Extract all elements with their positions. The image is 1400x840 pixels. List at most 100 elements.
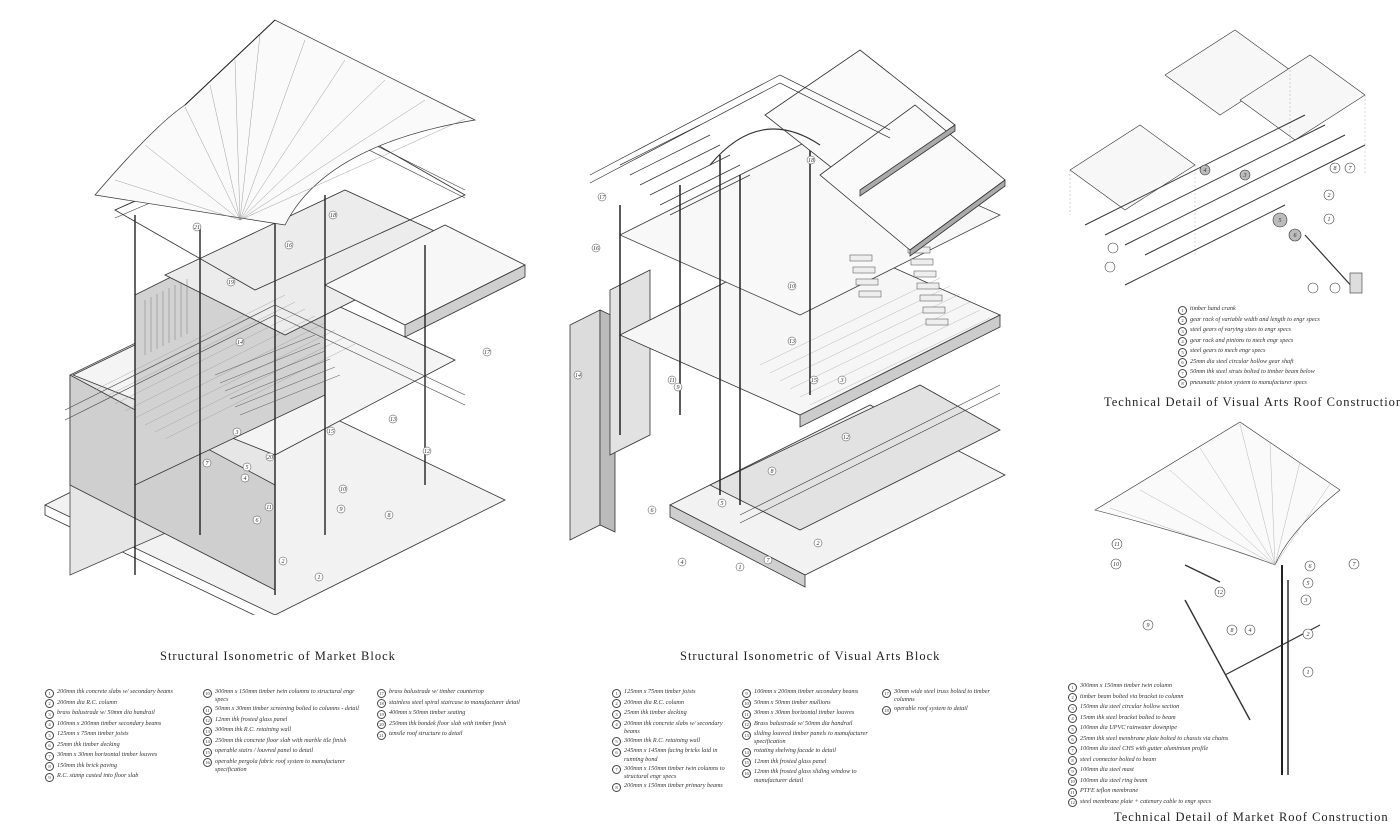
callout-number: 3 xyxy=(235,430,239,436)
legend-number: 15 xyxy=(203,747,212,757)
callout-number: 4 xyxy=(244,475,247,482)
legend-text: 12mm thk frosted glass panel xyxy=(754,757,827,765)
callout-number: 4 xyxy=(1204,167,1207,174)
legend-text: 12mm thk frosted glass sliding window to… xyxy=(754,768,857,784)
callout-number: 12 xyxy=(424,449,430,455)
callout-number: 1 xyxy=(1328,217,1331,223)
legend-number: 7 xyxy=(1178,368,1187,378)
callout-number: 14 xyxy=(237,339,243,346)
legend-number: 1 xyxy=(1178,305,1187,315)
legend-text: 15mm thk steel bracket bolted to beam xyxy=(1080,713,1176,721)
callout-number: 18 xyxy=(330,213,336,219)
legend-number: 12 xyxy=(1068,798,1077,807)
legend-number: 16 xyxy=(203,758,212,768)
legend-text: 100mm dia steel CHS with gutter aluminiu… xyxy=(1080,745,1209,752)
callout-number: 21 xyxy=(194,225,200,231)
legend-text: brass balustrade w/ timber countertop xyxy=(389,688,484,695)
legend-text: operable stairs / louvred panel to detai… xyxy=(215,747,314,755)
legend-number: 6 xyxy=(1068,735,1077,744)
legend-number: 6 xyxy=(45,741,54,750)
legend-text: 300mm x 150mm timber twin column xyxy=(1080,682,1172,689)
legend-number: 10 xyxy=(742,699,751,708)
callout-number: 3 xyxy=(840,378,844,384)
callout-number: 11 xyxy=(669,378,675,384)
callout-number: 9 xyxy=(1147,623,1150,629)
legend-text: 200mm thk concrete slabs w/ secondary be… xyxy=(624,719,723,735)
legend-text: 100mm dia steel ring beam xyxy=(1080,776,1148,784)
callout-number: 15 xyxy=(328,429,334,435)
legend-number: 11 xyxy=(203,705,212,715)
legend-text: steel gears of varying sizes to engr spe… xyxy=(1190,326,1291,333)
callout-number: 17 xyxy=(484,350,491,356)
legend-text: 200mm thk concrete slabs w/ secondary be… xyxy=(57,688,173,695)
callout-number: 7 xyxy=(206,461,210,467)
legend-text: stainless steel spiral staircase to manu… xyxy=(389,698,520,706)
legend-text: 150mm dia steel circular hollow section xyxy=(1080,703,1180,710)
callout-number: 6 xyxy=(651,508,654,514)
callout-number: 4 xyxy=(681,559,684,566)
legend-text: pneumatic piston system to manufacturer … xyxy=(1190,378,1307,386)
legend-text: 25mm thk steel membrane plate bolted to … xyxy=(1080,734,1229,742)
callout-number: 8 xyxy=(1334,166,1337,172)
legend-text: 300mm thk R.C. retaining wall xyxy=(624,736,701,744)
legend-text: 250mm thk concrete floor slab with marbl… xyxy=(215,736,347,744)
legend-number: 16 xyxy=(742,768,751,778)
legend-number: 10 xyxy=(203,688,212,698)
callout-number: 3 xyxy=(1243,173,1247,179)
legend-number: 8 xyxy=(45,762,54,771)
legend-text: 400mm x 50mm timber seating xyxy=(389,709,466,716)
legend-text: sliding louvred timber panels to manufac… xyxy=(754,730,868,746)
callout-number: 7 xyxy=(1353,562,1357,568)
legend-text: 300mm x 150mm timber twin columns to str… xyxy=(624,764,725,781)
legend-number: 9 xyxy=(742,688,751,698)
legend-text: rotating shelving facade to detail xyxy=(754,747,836,755)
legend-text: 30mm wide steel truss bolted to timber c… xyxy=(894,688,990,704)
callout-number: 7 xyxy=(767,558,771,564)
callout-number: 18 xyxy=(808,158,814,164)
legend-text: 125mm x 75mm timber joists xyxy=(57,730,129,737)
legend-text: 25mm dia steel circular hollow gear shaf… xyxy=(1190,357,1294,365)
legend-text: 245mm x 145mm facing bricks laid in runn… xyxy=(624,747,718,763)
legend-number: 2 xyxy=(45,699,54,708)
legend-text: operable pergola fabric roof system to m… xyxy=(215,757,345,774)
legend-text: 50mm x 50mm timber mullions xyxy=(754,698,831,706)
legend-text: 30mm x 30mm horizontal timber louvres xyxy=(57,751,158,758)
callout-number: 7 xyxy=(1349,166,1353,172)
legend-text: timber beam bolted via bracket to column xyxy=(1080,692,1184,700)
callout-number: 8 xyxy=(388,513,391,519)
callout-number: 5 xyxy=(721,501,724,507)
visual-arts-block-title: Structural Isonometric of Visual Arts Bl… xyxy=(680,649,941,663)
legend-number: 2 xyxy=(612,699,621,708)
legend-number: 3 xyxy=(1178,326,1187,336)
legend-number: 2 xyxy=(1068,693,1077,702)
callout-number: 13 xyxy=(390,417,396,423)
legend-text: gear rack and pinions to mech engr specs xyxy=(1190,336,1294,344)
callout-number: 6 xyxy=(256,518,259,524)
legend-text: 100mm x 200mm timber secondary beams xyxy=(57,719,162,727)
